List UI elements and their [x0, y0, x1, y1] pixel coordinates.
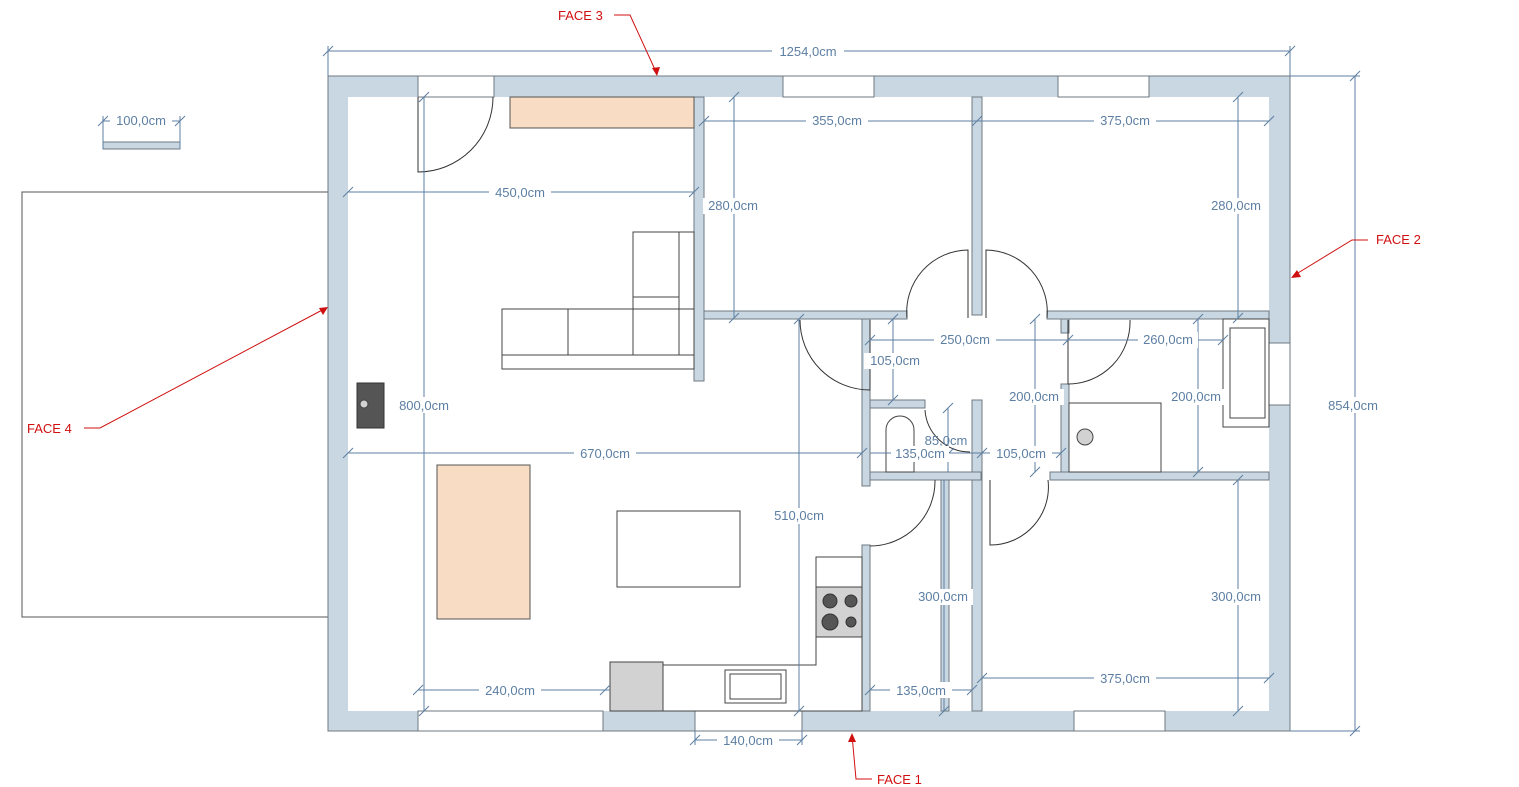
doors: [417, 96, 1131, 547]
wardrobe: [509, 96, 695, 129]
cooktop: [815, 586, 863, 638]
fridge: [609, 661, 664, 712]
bedroom-ne-depth-label: 280,0cm: [1211, 198, 1261, 213]
dimension-labels: 1254,0cm 854,0cm 355,0cm 375,0cm 450,0cm…: [393, 43, 1386, 748]
dining-table: [436, 464, 531, 620]
store-width-label: 135,0cm: [896, 683, 946, 698]
terrace-outline: [21, 191, 329, 618]
hall-depth-label: 200,0cm: [1009, 389, 1059, 404]
bedroom-se-depth-label: 300,0cm: [1211, 589, 1261, 604]
face-markers: FACE 3 FACE 2 FACE 4 FACE 1: [27, 8, 1421, 787]
scale-reference: 100,0cm: [97, 112, 186, 150]
living-depth-label: 800,0cm: [399, 398, 449, 413]
store-depth-label: 300,0cm: [918, 589, 968, 604]
face-2-label: FACE 2: [1376, 232, 1421, 247]
wc-width-label: 135,0cm: [895, 446, 945, 461]
bedroom-nw-width-label: 355,0cm: [812, 113, 862, 128]
kitchen-depth-label: 510,0cm: [774, 508, 824, 523]
sofa-seat: [501, 308, 695, 370]
hall-width-label: 250,0cm: [940, 332, 990, 347]
overall-depth-label: 854,0cm: [1328, 398, 1378, 413]
living-width-lower-label: 670,0cm: [580, 446, 630, 461]
toilet: [885, 415, 915, 473]
wc-door-label: 85,0cm: [925, 433, 968, 448]
overall-width-label: 1254,0cm: [779, 44, 836, 59]
kitchen-island: [616, 510, 741, 588]
furniture: [356, 96, 1270, 712]
bedroom-nw-depth-label: 280,0cm: [708, 198, 758, 213]
face-1-label: FACE 1: [877, 772, 922, 787]
bedroom-ne-width-label: 375,0cm: [1100, 113, 1150, 128]
bath-width-label: 260,0cm: [1143, 332, 1193, 347]
bedroom-se-width-label: 375,0cm: [1100, 671, 1150, 686]
face-3-label: FACE 3: [558, 8, 603, 23]
bath-depth-label: 200,0cm: [1171, 389, 1221, 404]
window-width-label: 140,0cm: [723, 733, 773, 748]
scale-label: 100,0cm: [116, 113, 166, 128]
kitchen-width-label: 240,0cm: [485, 683, 535, 698]
hall-depth-small-label: 105,0cm: [996, 446, 1046, 461]
face-4-label: FACE 4: [27, 421, 72, 436]
wc-depth-label: 105,0cm: [870, 353, 920, 368]
living-width-upper-label: 450,0cm: [495, 185, 545, 200]
